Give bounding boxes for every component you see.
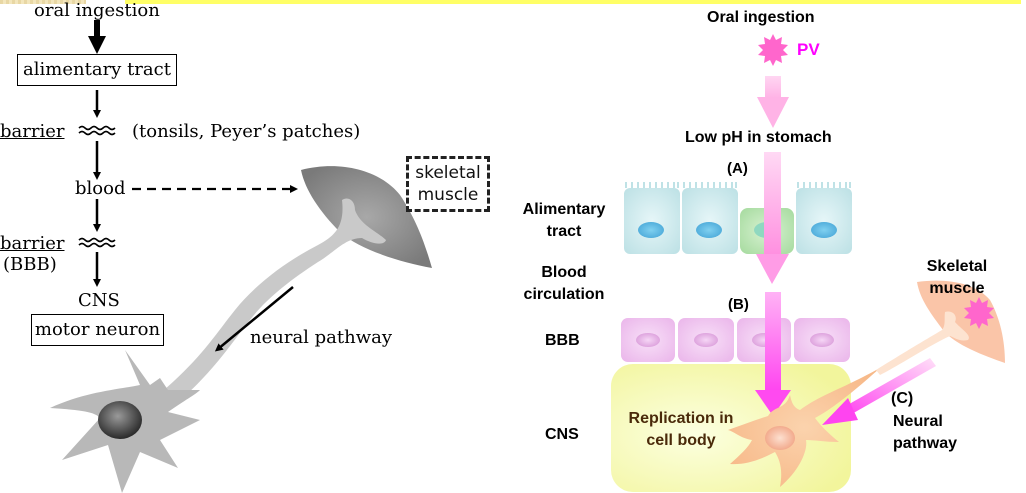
left-blood-label: blood (75, 178, 126, 199)
label-c: (C) (891, 390, 914, 407)
bbb-cell (621, 318, 675, 362)
alimentary-tract-line2: tract (546, 223, 582, 240)
barrier-wavy-icon (78, 125, 116, 136)
epithelial-cell (796, 182, 852, 254)
skeletal-muscle-line1: Skeletal (926, 258, 988, 275)
header-strip-yellow (125, 0, 1021, 4)
bbb-cell (737, 318, 791, 362)
skeletal-muscle-orange (917, 280, 1005, 363)
arrow-a-intestinal (756, 152, 789, 284)
alimentary-tract-line1: Alimentary (522, 201, 606, 218)
replication-line1: Replication in (628, 410, 734, 427)
neural-pathway-line2: pathway (893, 435, 958, 452)
left-alimentary-tract-box: alimentary tract (17, 54, 177, 86)
cns-label: CNS (545, 426, 579, 443)
neural-pathway-line1: Neural (893, 413, 943, 430)
barrier-bbb-wavy-icon (78, 237, 116, 248)
left-skeletal-muscle-line1: skeletal (415, 163, 481, 183)
left-cns-label: CNS (78, 290, 120, 311)
replication-label: Replication in cell body (612, 408, 750, 452)
left-bbb-note: (BBB) (3, 254, 57, 275)
blood-circulation-line1: Blood (541, 264, 587, 281)
arrow-oral-to-stomach (757, 76, 789, 128)
alimentary-tract-label: Alimentary tract (514, 199, 614, 243)
motor-neuron-nucleus (98, 401, 142, 439)
skeletal-muscle-gray (301, 166, 432, 268)
bbb-label: BBB (545, 332, 580, 349)
low-ph-stomach-label: Low pH in stomach (685, 129, 832, 146)
bbb-cell (794, 318, 850, 362)
right-oral-ingestion-label: Oral ingestion (707, 9, 815, 26)
replication-line2: cell body (646, 432, 716, 449)
poliovirus-icon (758, 34, 788, 66)
neuron-axon-orange (876, 311, 969, 375)
left-skeletal-muscle-line2: muscle (417, 185, 479, 205)
arrow-neural-pathway (214, 286, 294, 352)
left-barrier-label-1: barrier (0, 121, 65, 142)
left-skeletal-muscle-box: skeletal muscle (406, 156, 490, 212)
neural-pathway-label: Neural pathway (893, 411, 957, 455)
left-oral-ingestion-label: oral ingestion (34, 0, 160, 21)
poliovirus-in-muscle-icon (964, 297, 994, 329)
arrow-oral-to-tract (88, 20, 106, 54)
left-motor-neuron-box: motor neuron (31, 314, 164, 346)
neuron-cns-nucleus (765, 426, 795, 450)
label-b: (B) (728, 296, 749, 313)
bbb-cell (678, 318, 734, 362)
label-a: (A) (727, 160, 748, 177)
epithelial-cell (624, 182, 680, 254)
skeletal-muscle-label: Skeletal muscle (912, 256, 1002, 300)
left-neural-pathway-label: neural pathway (250, 327, 393, 348)
blood-circulation-line2: circulation (523, 286, 605, 303)
neuron-axon-gray (158, 198, 386, 405)
alimentary-epithelium (624, 182, 852, 254)
blood-circulation-label: Blood circulation (516, 262, 612, 306)
neuron-cns-orange (728, 368, 880, 487)
epithelial-cell (682, 182, 738, 254)
arrow-c-neural (822, 358, 936, 425)
header-strip-tan (0, 0, 86, 4)
arrow-b-bbb (755, 292, 791, 416)
skeletal-muscle-line2: muscle (929, 280, 985, 297)
left-barrier-label-2: barrier (0, 233, 65, 254)
pv-label: PV (797, 40, 820, 59)
left-barrier-1-note: (tonsils, Peyer’s patches) (132, 121, 361, 142)
bbb-endothelium (621, 318, 850, 362)
